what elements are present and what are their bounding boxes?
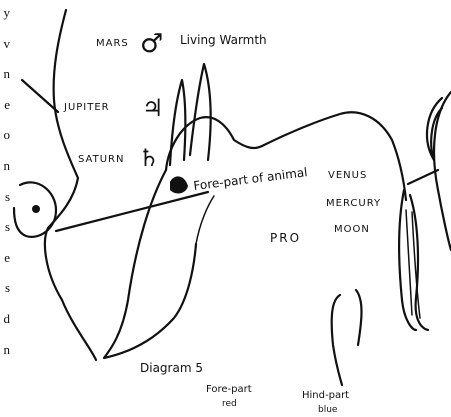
eye-ray (56, 192, 208, 231)
label-moon: MOON (334, 224, 370, 235)
animal-hind-leg (332, 290, 362, 385)
left-circle-body (45, 10, 96, 360)
animal-tail-strand-1 (406, 210, 412, 315)
saturn-symbol: ♄ (138, 144, 160, 172)
animal-head (166, 117, 262, 170)
label-fore-part-of-animal: Fore-part of animal (193, 165, 309, 193)
animal-jaw (196, 196, 214, 244)
right-horn (190, 64, 211, 160)
animal-eye (170, 176, 188, 193)
label-pro: PRO (270, 231, 301, 245)
label-living-warmth: Living Warmth (180, 33, 267, 47)
label-venus: VENUS (328, 170, 367, 181)
label-fore-part: Fore-part (206, 384, 252, 395)
left-horn (170, 80, 185, 165)
jupiter-symbol: ♃ (142, 94, 164, 122)
label-hind-part: Hind-part (302, 390, 349, 401)
right-sun-ray (408, 170, 438, 184)
label-diagram-5: Diagram 5 (140, 361, 203, 375)
label-saturn: SATURN (78, 154, 124, 165)
left-circle-ray (22, 80, 58, 112)
label-fore-part-red: red (222, 399, 237, 409)
label-jupiter: JUPITER (63, 102, 110, 113)
left-eye-pupil (32, 205, 40, 213)
label-mars: MARS (96, 38, 129, 49)
label-hind-part-blue: blue (318, 405, 338, 415)
mars-symbol: ♂ (140, 29, 163, 59)
animal-back (262, 112, 406, 200)
label-mercury: MERCURY (326, 198, 381, 209)
